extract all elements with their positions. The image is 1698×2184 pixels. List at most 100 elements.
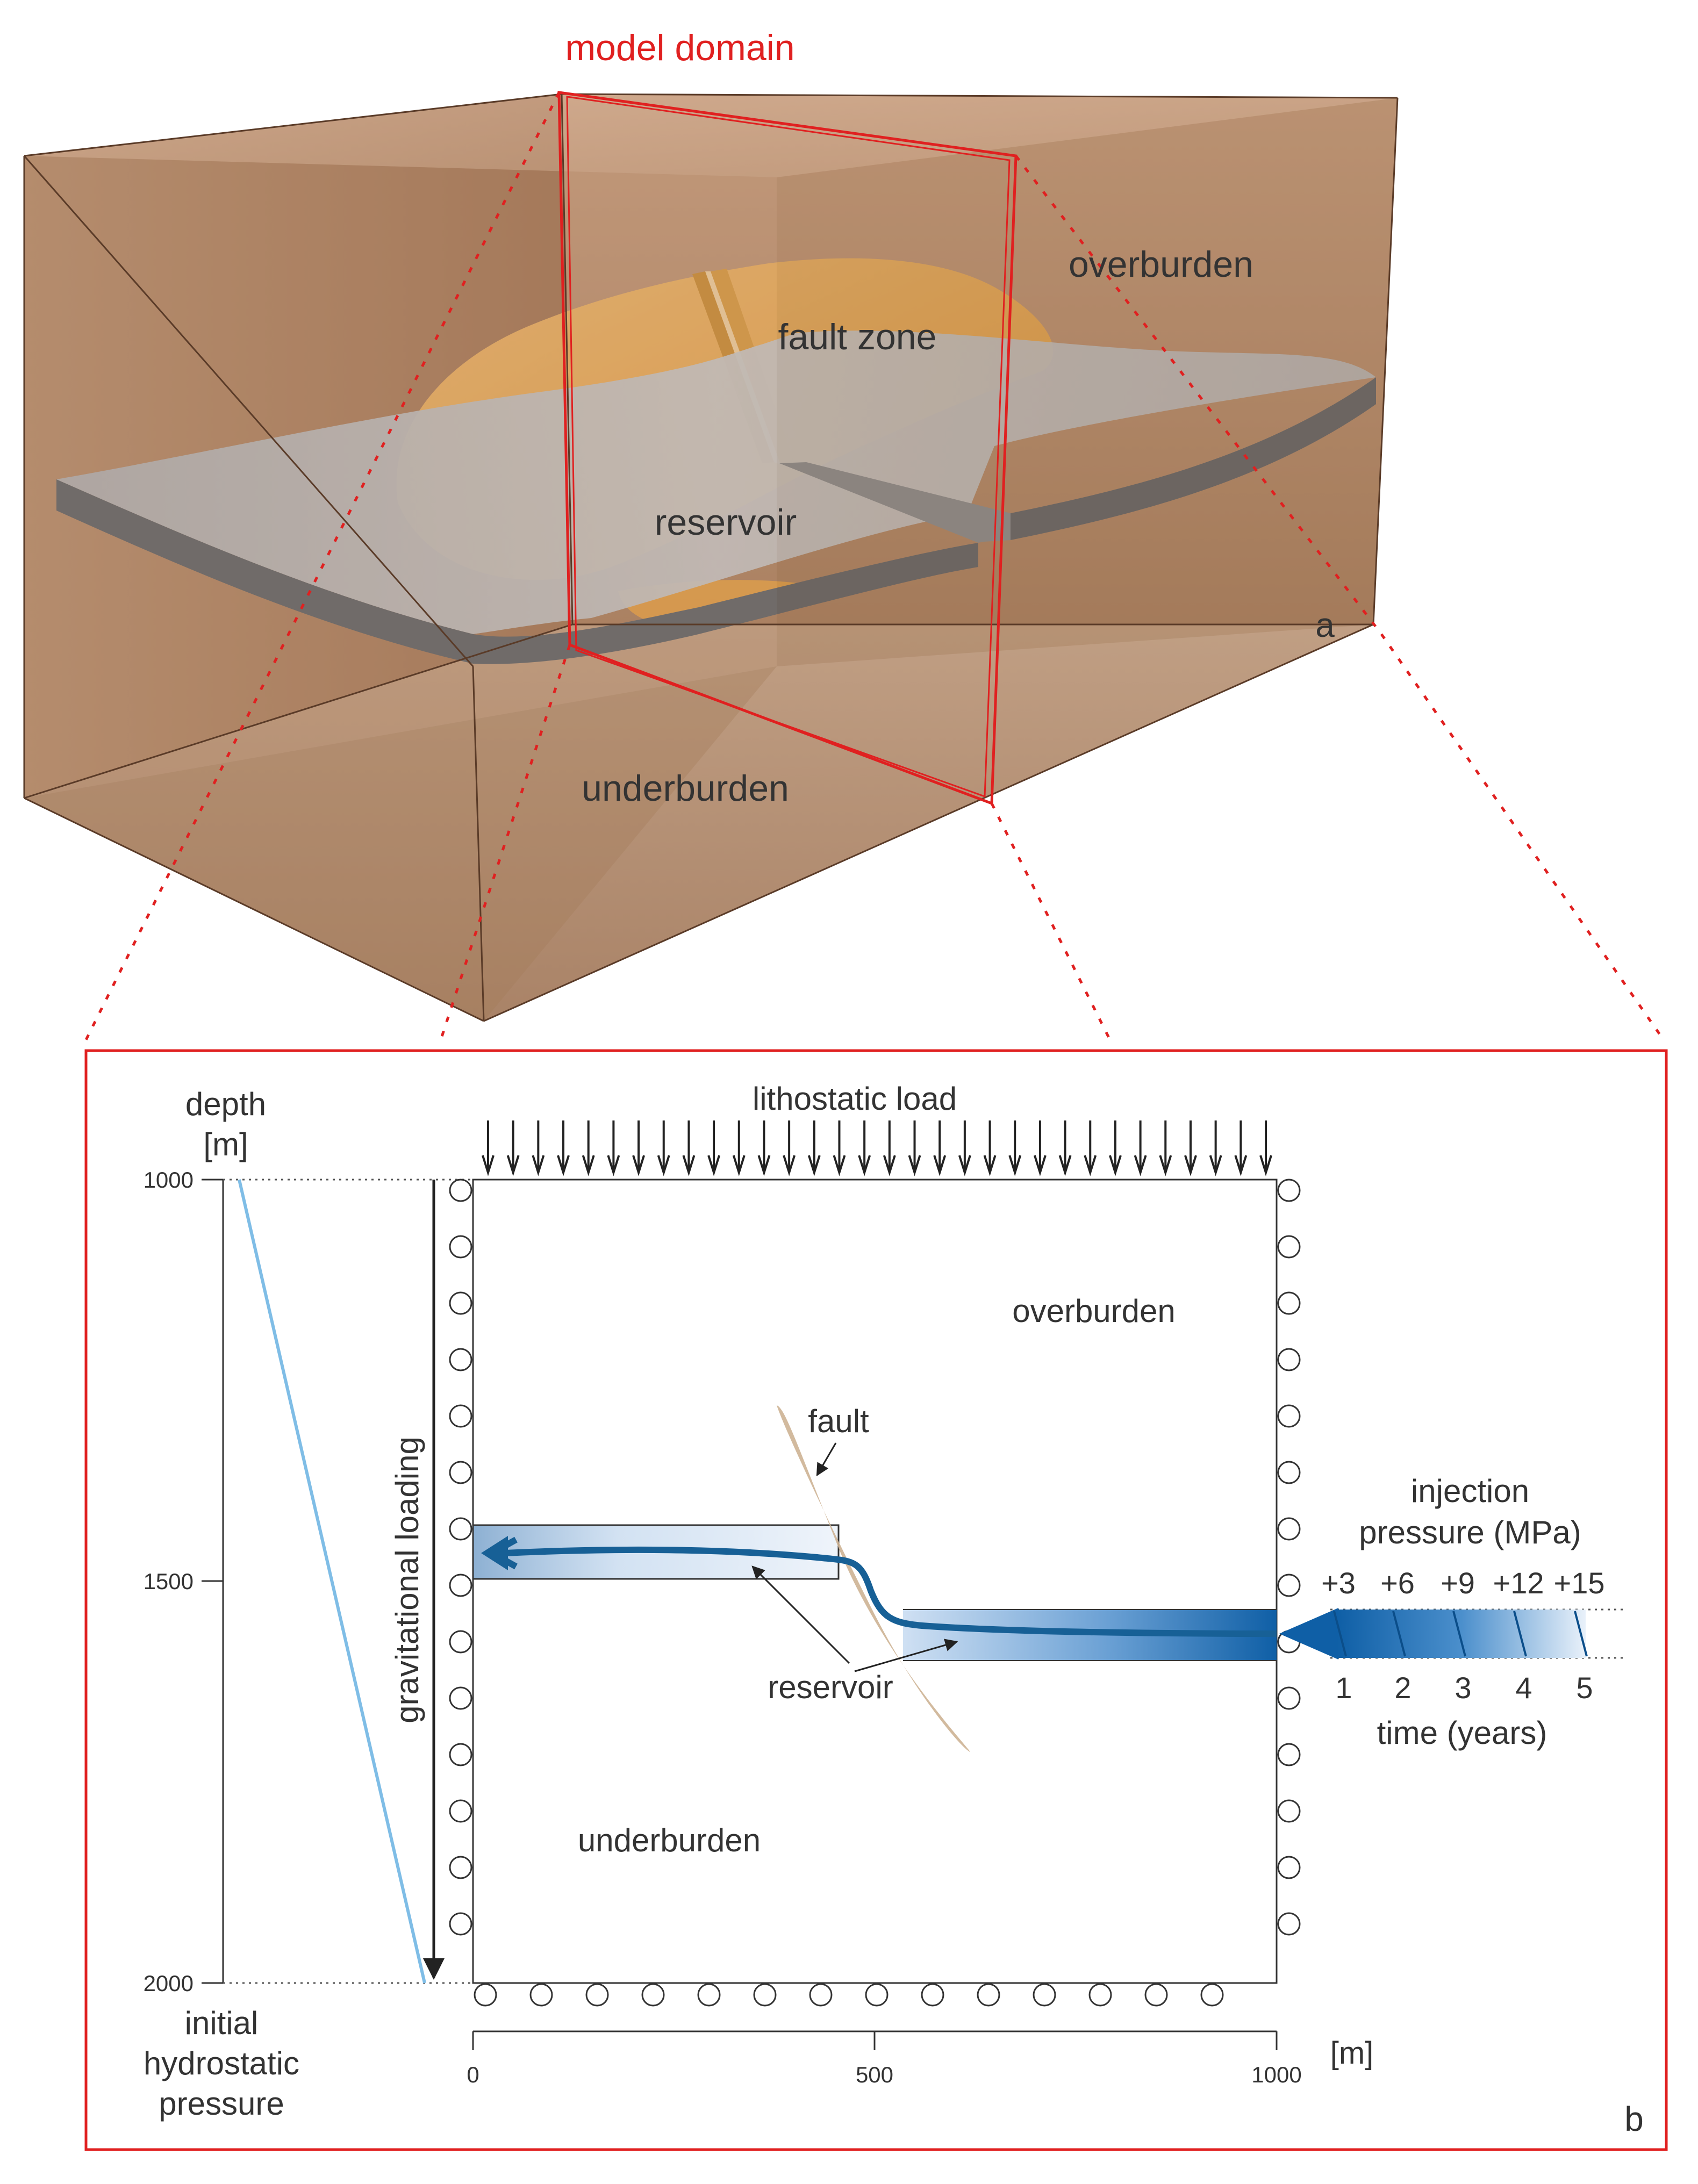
lithostatic-arrows (482, 1120, 1272, 1176)
injection-label-line1: injection (1411, 1473, 1529, 1509)
pressure-step-tick (1333, 1611, 1347, 1657)
roller-support (474, 1983, 497, 2007)
hydrostatic-label-line1: initial (185, 2005, 259, 2041)
roller-support (809, 1983, 833, 2007)
lithostatic-arrow (1084, 1120, 1097, 1176)
lithostatic-arrow (1184, 1120, 1197, 1176)
roller-support (1277, 1743, 1301, 1766)
roller-support (449, 1686, 472, 1710)
depth-unit-label: [m] (203, 1126, 248, 1162)
roller-support (1200, 1983, 1224, 2007)
roller-support (1144, 1983, 1168, 2007)
lithostatic-arrow (732, 1120, 746, 1176)
lithostatic-arrow (557, 1120, 570, 1176)
overburden-label-a: overburden (1069, 244, 1253, 285)
pressure-step-tick (1452, 1611, 1466, 1657)
pressure-step-label: +15 (1554, 1566, 1605, 1600)
panel-a-block: model domain overburden fault zone reser… (23, 27, 1665, 1041)
fluid-flow-arrow-tip (485, 1536, 518, 1570)
roller-support (449, 1743, 472, 1766)
roller-support (1277, 1799, 1301, 1823)
lithostatic-arrow (983, 1120, 997, 1176)
depth-tick-2000: 2000 (144, 1971, 194, 1996)
roller-support (449, 1630, 472, 1654)
lithostatic-arrow (883, 1120, 896, 1176)
pressure-step-label: +9 (1441, 1566, 1475, 1600)
reservoir-slab-front-right (1011, 377, 1376, 540)
roller-supports (449, 1179, 1301, 2007)
time-tick-label: 4 (1515, 1671, 1532, 1705)
roller-support (921, 1983, 944, 2007)
hydrostatic-label-line3: pressure (159, 2086, 284, 2122)
panel-b-letter: b (1624, 2100, 1644, 2138)
lithostatic-arrow (506, 1120, 520, 1176)
reservoir-label-b: reservoir (768, 1669, 893, 1705)
roller-support (449, 1856, 472, 1879)
roller-support (585, 1983, 609, 2007)
reservoir-fault-gap (779, 462, 1011, 543)
roller-support (449, 1461, 472, 1484)
lithostatic-arrow (532, 1120, 545, 1176)
underburden-label-b: underburden (578, 1822, 761, 1858)
injection-label-line2: pressure (MPa) (1359, 1514, 1581, 1550)
lithostatic-arrow (1033, 1120, 1047, 1176)
lithostatic-arrow (1234, 1120, 1248, 1176)
panel-b: depth [m] 1000 1500 2000 initial hydrost… (84, 1049, 1668, 2151)
time-tick-label: 1 (1335, 1671, 1352, 1705)
box-front-lower (24, 666, 777, 1021)
hydrostatic-label-line2: hydrostatic (144, 2045, 299, 2081)
depth-tick-1000: 1000 (144, 1167, 194, 1192)
roller-support (1277, 1348, 1301, 1371)
roller-support (1277, 1517, 1301, 1541)
box-right-face (777, 98, 1398, 666)
box-edges (23, 93, 1399, 1022)
lithostatic-arrow (1159, 1120, 1172, 1176)
roller-support (641, 1983, 665, 2007)
x-tick-1000: 1000 (1251, 2062, 1301, 2087)
time-tick-label: 3 (1455, 1671, 1471, 1705)
lithostatic-arrow (1209, 1120, 1222, 1176)
injection-steps: +31+62+93+124+155 (1321, 1566, 1604, 1705)
depth-tick-1500: 1500 (144, 1569, 194, 1594)
injection-arrowhead (1279, 1608, 1338, 1659)
pressure-step-label: +3 (1321, 1566, 1356, 1600)
lithostatic-arrow (682, 1120, 696, 1176)
box-floor (24, 624, 1373, 1021)
roller-support (529, 1983, 553, 2007)
x-axis-ticks (472, 2031, 1278, 2050)
lithostatic-arrow (1058, 1120, 1072, 1176)
pressure-step-label: +6 (1380, 1566, 1415, 1600)
roller-support (1277, 1179, 1301, 1202)
fault-label: fault (808, 1403, 869, 1439)
lithostatic-arrow (582, 1120, 595, 1176)
lithostatic-arrow (1259, 1120, 1272, 1176)
reservoir-slab-top (56, 331, 1376, 634)
roller-support (449, 1235, 472, 1259)
lithostatic-arrow (1134, 1120, 1147, 1176)
depth-label: depth (185, 1086, 266, 1122)
injection-arrow-body (1337, 1610, 1586, 1658)
reservoir-pointer-left (751, 1565, 850, 1664)
time-label: time (years) (1377, 1715, 1547, 1751)
fault-pointer (816, 1442, 837, 1477)
pressure-step-tick (1513, 1611, 1527, 1657)
roller-support (753, 1983, 777, 2007)
roller-support (449, 1291, 472, 1315)
time-tick-label: 5 (1576, 1671, 1593, 1705)
reservoir-pointer-right (854, 1639, 958, 1672)
box-top-face (24, 94, 1398, 177)
lithostatic-arrow (607, 1120, 620, 1176)
lithostatic-arrow (858, 1120, 871, 1176)
lithostatic-arrow (933, 1120, 947, 1176)
lithostatic-arrow (632, 1120, 645, 1176)
roller-support (449, 1348, 472, 1371)
roller-support (449, 1912, 472, 1936)
projection-lines (84, 91, 1665, 1041)
roller-support (1277, 1461, 1301, 1484)
fault-zone-label: fault zone (778, 317, 937, 357)
depth-dotted-guides (223, 1179, 473, 1984)
roller-support (977, 1983, 1000, 2007)
lithostatic-arrow (833, 1120, 846, 1176)
roller-support (449, 1179, 472, 1202)
